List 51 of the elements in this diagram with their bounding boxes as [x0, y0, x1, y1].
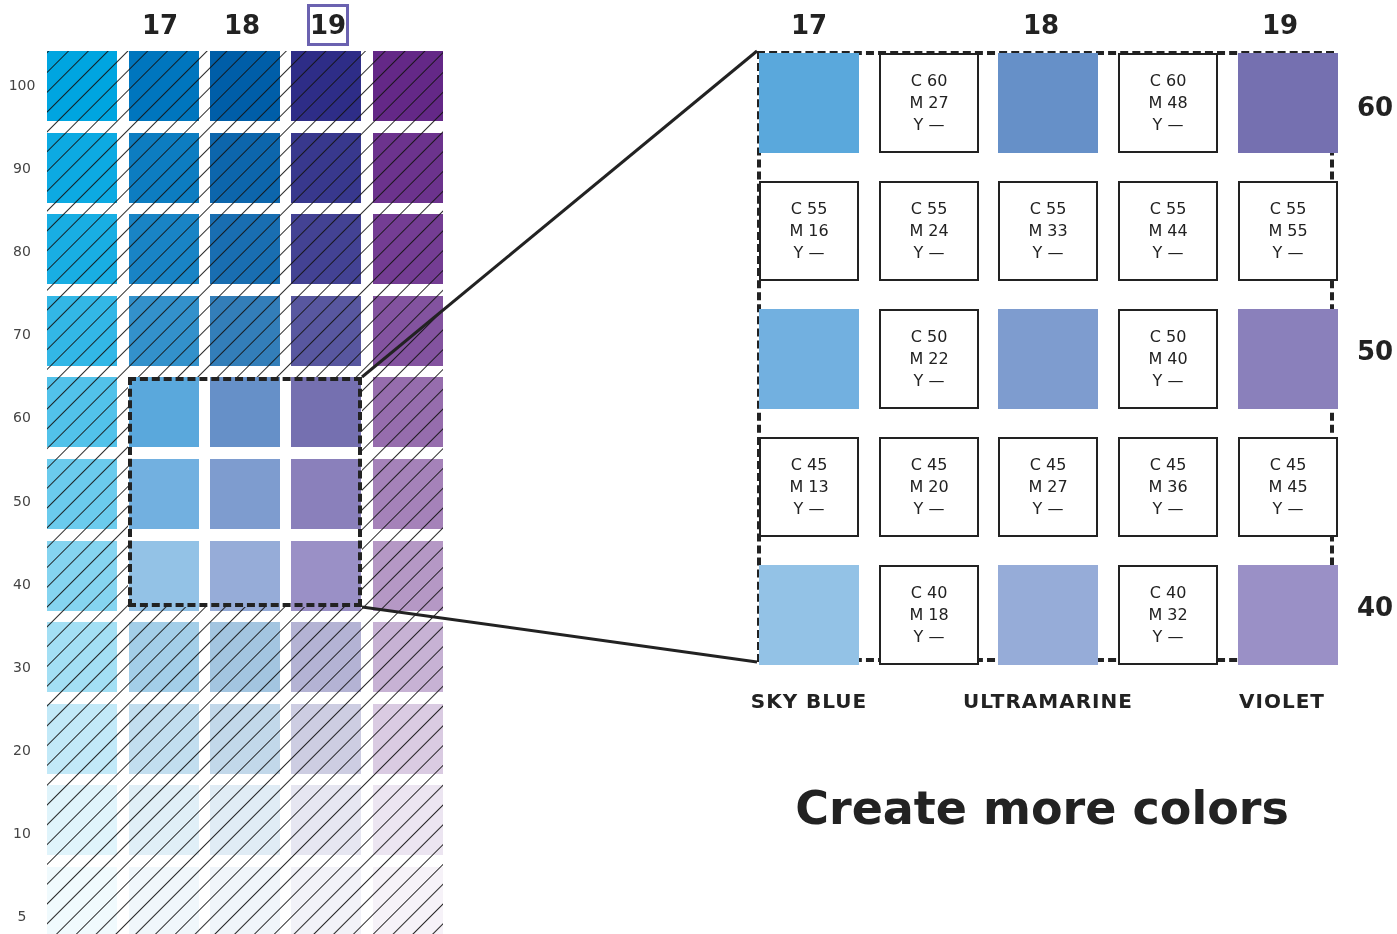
cmy-value-box: C 60 M 27 Y — [879, 53, 979, 153]
tint-value: 80 [13, 243, 31, 260]
cmy-value-box: C 55 M 24 Y — [879, 181, 979, 281]
tint-value: 60 [13, 409, 31, 426]
tint-value: 100 [8, 77, 36, 93]
color-name: ULTRAMARINE [963, 689, 1133, 713]
tint-value: 30 [13, 658, 31, 675]
color-name: SKY BLUE [750, 689, 868, 713]
column-number: 17 [141, 10, 179, 40]
cmy-value-box: C 60 M 48 Y — [1118, 53, 1218, 153]
cmy-value-box: C 55 M 55 Y — [1238, 181, 1338, 281]
cmy-value-box: C 50 M 22 Y — [879, 309, 979, 409]
cmy-value-box: C 45 M 27 Y — [998, 437, 1098, 537]
color-swatch [759, 309, 859, 409]
highlight-frame [128, 377, 362, 607]
cmy-value-box: C 55 M 44 Y — [1118, 181, 1218, 281]
highlighted-column-number: 19 [307, 4, 349, 46]
color-name: VIOLET [1239, 689, 1325, 713]
tint-value: 90 [13, 160, 31, 177]
column-number: 19 [1261, 10, 1299, 40]
cmy-value-box: C 55 M 33 Y — [998, 181, 1098, 281]
cmy-value-box: C 55 M 16 Y — [759, 181, 859, 281]
cmy-value-box: C 45 M 13 Y — [759, 437, 859, 537]
tint-value: 40 [13, 575, 31, 592]
percentage-label: 50 [1356, 336, 1394, 366]
cmy-value-box: C 40 M 18 Y — [879, 565, 979, 665]
column-number: 18 [223, 10, 261, 40]
color-swatch [998, 53, 1098, 153]
tint-value: 70 [13, 326, 31, 343]
color-swatch [759, 565, 859, 665]
tint-value: 10 [13, 824, 31, 841]
cmy-value-box: C 45 M 20 Y — [879, 437, 979, 537]
column-number: 17 [790, 10, 828, 40]
color-swatch [1238, 309, 1338, 409]
color-swatch [1238, 53, 1338, 153]
cmy-value-box: C 40 M 32 Y — [1118, 565, 1218, 665]
color-swatch [759, 53, 859, 153]
tint-value: 5 [17, 908, 27, 924]
percentage-label: 60 [1356, 92, 1394, 122]
cmy-value-box: C 45 M 45 Y — [1238, 437, 1338, 537]
page-title: Create more colors [795, 781, 1289, 835]
tint-value: 50 [13, 492, 31, 509]
tint-value: 20 [13, 741, 31, 758]
column-number: 18 [1022, 10, 1060, 40]
connector-line [361, 605, 758, 664]
color-swatch [1238, 565, 1338, 665]
cmy-value-box: C 50 M 40 Y — [1118, 309, 1218, 409]
percentage-label: 40 [1356, 592, 1394, 622]
cmy-value-box: C 45 M 36 Y — [1118, 437, 1218, 537]
color-swatch [998, 565, 1098, 665]
color-swatch [998, 309, 1098, 409]
